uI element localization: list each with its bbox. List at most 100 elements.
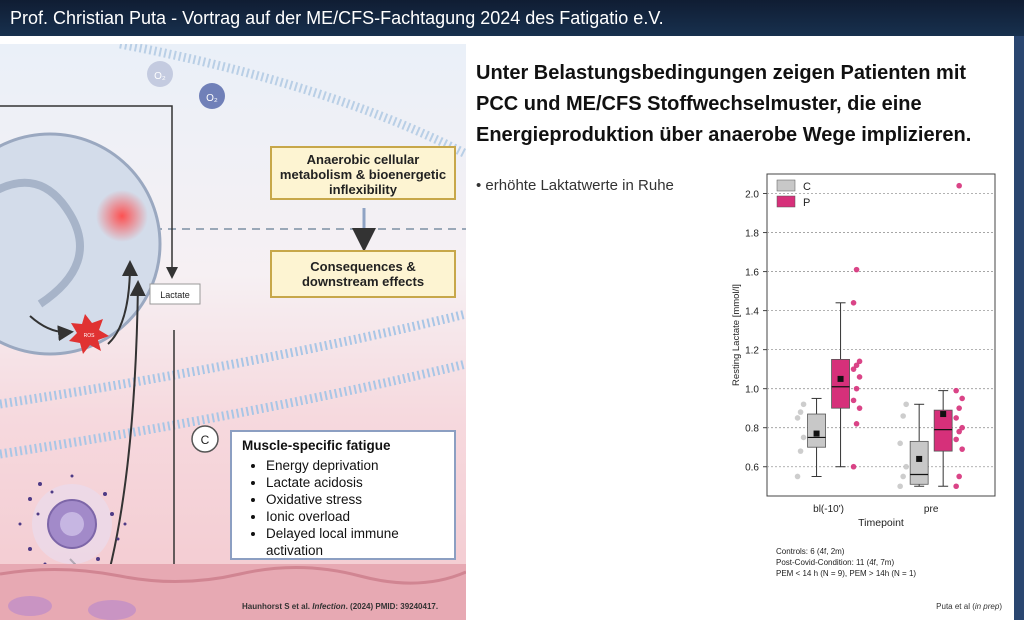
- data-point: [797, 409, 804, 415]
- data-point: [797, 448, 804, 454]
- fatigue-item: Energy deprivation: [266, 457, 444, 474]
- data-point: [903, 463, 909, 470]
- line-to-lactate: [0, 105, 178, 279]
- y-tick-label: 2.0: [745, 190, 759, 201]
- bullet-item: • erhöhte Laktatwerte in Ruhe: [476, 177, 674, 194]
- y-tick-label: 1.0: [745, 385, 759, 396]
- data-point: [853, 362, 860, 369]
- data-point: [959, 395, 965, 402]
- slide-side-strip: [1014, 36, 1024, 620]
- figure-citation: Haunhorst S et al. Infection. (2024) PMI…: [242, 602, 439, 611]
- slide: ROS O₂ O₂ Lactate: [0, 36, 1024, 620]
- data-point: [953, 415, 959, 421]
- ros-label: ROS: [84, 333, 96, 339]
- data-point: [959, 446, 965, 452]
- fatigue-item: Delayed local immune activation: [266, 525, 444, 559]
- arrow-to-ros: [29, 315, 74, 342]
- o2-label-2: O₂: [206, 93, 218, 104]
- box-P: [831, 358, 850, 409]
- fatigue-item: Oxidative stress: [266, 491, 444, 508]
- y-tick-label: 1.2: [745, 346, 759, 357]
- box-C: [909, 440, 929, 485]
- lactate-tag: [149, 283, 201, 305]
- data-point: [903, 401, 909, 408]
- data-point: [850, 463, 857, 470]
- red-glow: [96, 190, 148, 242]
- ros-burst-icon: [69, 314, 109, 354]
- data-point: [956, 405, 962, 411]
- data-point: [794, 473, 801, 480]
- mitochondrion-cristae: [0, 178, 84, 308]
- lactate-boxplot: 0.6 0.8 1.0 1.2 1.4 1.6 1.8 2.0 bl(-10') preTimep…: [731, 173, 996, 529]
- data-point: [856, 405, 863, 411]
- data-point: [900, 473, 906, 480]
- membrane-top: [119, 44, 466, 159]
- data-point: [850, 397, 857, 404]
- chart-credit: Puta et al (in prep): [936, 602, 1002, 611]
- fatigue-item: Lactate acidosis: [266, 474, 444, 491]
- data-point: [897, 440, 903, 447]
- mean-marker: [940, 411, 947, 418]
- data-point: [853, 420, 860, 427]
- data-point: [956, 182, 962, 189]
- bullet-text: erhöhte Laktatwerte in Ruhe: [485, 177, 674, 194]
- membrane-lower-2: [0, 359, 466, 459]
- x-axis-label: Timepoint: [858, 517, 904, 529]
- data-point: [959, 424, 965, 431]
- cell-bottom-1: [8, 596, 52, 616]
- membrane-lower-1: [0, 309, 466, 409]
- mean-marker: [813, 430, 820, 437]
- y-tick-label: 1.8: [745, 229, 759, 240]
- o2-molecule-1: [147, 61, 173, 87]
- video-title[interactable]: Prof. Christian Puta - Vortrag auf der M…: [0, 0, 1024, 36]
- data-point: [953, 436, 959, 443]
- data-point: [953, 483, 959, 490]
- anaerobic-box: Anaerobic cellular metabolism & bioenerg…: [270, 146, 456, 200]
- consequences-box-text: Consequences & downstream effects: [301, 259, 425, 289]
- legend-label: C: [803, 181, 811, 193]
- note-pcc: Post-Covid-Condition: 11 (4f, 7m): [776, 558, 895, 567]
- note-controls: Controls: 6 (4f, 2m): [776, 547, 845, 556]
- y-tick-label: 0.8: [745, 424, 759, 435]
- data-point: [953, 387, 959, 394]
- y-tick-label: 0.6: [745, 463, 759, 474]
- fatigue-title: Muscle-specific fatigue: [242, 438, 391, 453]
- immune-cell-nucleus: [60, 512, 84, 536]
- x-tick-label: pre: [924, 504, 939, 515]
- plot-area: [766, 173, 996, 497]
- muscle-tissue: [0, 564, 466, 620]
- o2-label-1: O₂: [154, 71, 166, 82]
- data-point: [853, 266, 860, 273]
- box-P: [933, 409, 953, 452]
- legend-label: P: [803, 197, 810, 209]
- data-point: [794, 415, 801, 421]
- study-notes: Controls: 6 (4f, 2m) Post-Covid-Conditio…: [776, 546, 916, 579]
- y-tick-label: 1.6: [745, 268, 759, 279]
- data-point: [800, 401, 807, 408]
- fatigue-box: Muscle-specific fatigue Energy deprivati…: [230, 430, 456, 560]
- data-point: [853, 385, 860, 392]
- y-axis-label: Resting Lactate [mmol/l]: [731, 284, 742, 386]
- figure-illustration: ROS O₂ O₂ Lactate: [0, 44, 466, 620]
- legend-swatch-C: [776, 179, 796, 192]
- lactate-label: Lactate: [160, 290, 190, 300]
- muscle-fiber-line: [0, 566, 466, 585]
- mean-marker: [916, 455, 923, 462]
- data-point: [856, 374, 863, 380]
- y-tick-label: 1.4: [745, 307, 759, 318]
- x-tick-label: bl(-10'): [813, 504, 844, 515]
- note-pem: PEM < 14 h (N = 9), PEM > 14h (N = 1): [776, 569, 917, 578]
- data-point: [897, 483, 903, 490]
- data-point: [850, 300, 857, 306]
- data-point: [856, 358, 863, 365]
- c-marker: [191, 425, 219, 453]
- mean-marker: [837, 375, 844, 382]
- fatigue-item: Ionic overload: [266, 508, 444, 525]
- slide-heading: Unter Belastungsbedingungen zeigen Patie…: [476, 62, 972, 146]
- data-point: [956, 473, 962, 480]
- consequences-box: Consequences & downstream effects: [270, 250, 456, 298]
- o2-molecule-2: [199, 83, 225, 109]
- mechanism-figure: ROS O₂ O₂ Lactate: [0, 44, 466, 620]
- data-point: [850, 366, 857, 372]
- arrow-up-glow: [107, 260, 138, 345]
